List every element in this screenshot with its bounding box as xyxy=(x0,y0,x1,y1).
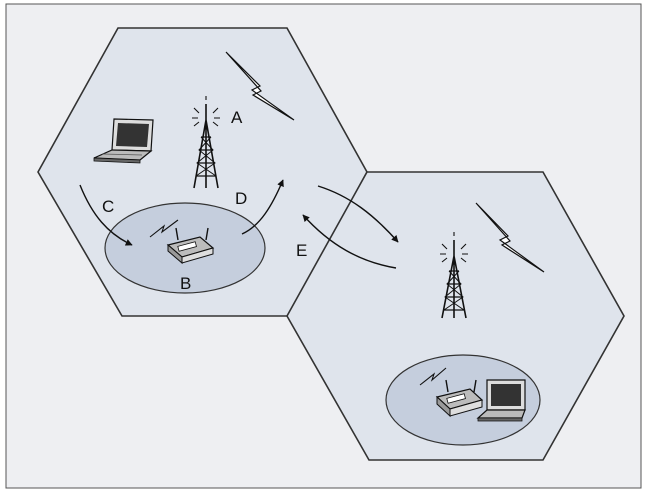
label-b: B xyxy=(180,274,191,293)
lightning-icon xyxy=(419,367,447,386)
cell-tower-icon xyxy=(192,96,220,189)
cell-tower-icon xyxy=(440,232,468,319)
arrow-handoff-out xyxy=(317,185,399,243)
arrow-d xyxy=(241,179,284,235)
arrow-c xyxy=(79,184,133,246)
wireless-router-icon xyxy=(166,227,215,265)
laptop-icon xyxy=(476,379,526,422)
lightning-icon xyxy=(225,51,295,121)
lightning-icon xyxy=(475,202,545,273)
laptop-icon xyxy=(93,118,154,164)
label-a: A xyxy=(231,108,243,127)
wireless-router-icon xyxy=(435,379,484,418)
lightning-icon xyxy=(149,219,179,238)
arrow-e xyxy=(302,214,397,269)
label-d: D xyxy=(235,189,247,208)
label-c: C xyxy=(102,197,114,216)
right-cell xyxy=(286,171,625,461)
label-e: E xyxy=(296,241,307,260)
